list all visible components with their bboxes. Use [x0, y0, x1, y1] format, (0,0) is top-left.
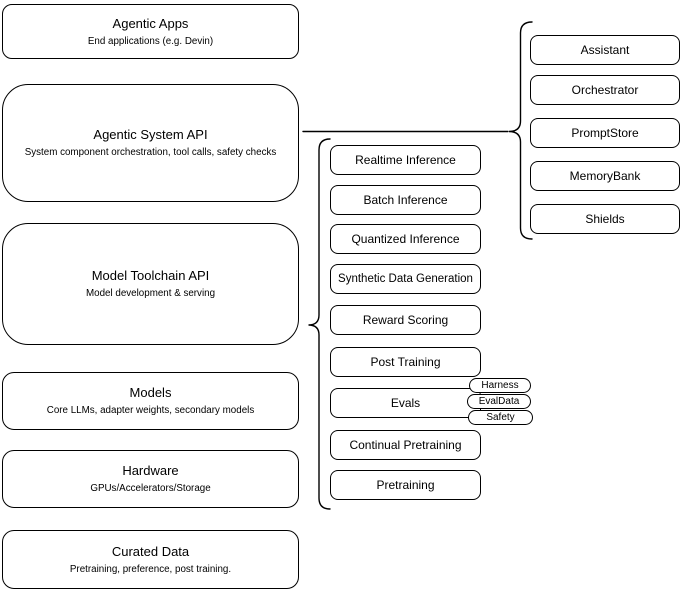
- node-realtime-inference: Realtime Inference: [330, 145, 481, 175]
- node-memorybank: MemoryBank: [530, 161, 680, 191]
- box-title: Models: [129, 385, 172, 400]
- node-reward-scoring: Reward Scoring: [330, 305, 481, 335]
- box-agentic-system-api: Agentic System API System component orch…: [2, 84, 299, 202]
- box-subtitle: Core LLMs, adapter weights, secondary mo…: [46, 405, 255, 416]
- box-subtitle: End applications (e.g. Devin): [87, 35, 214, 47]
- box-hardware: Hardware GPUs/Accelerators/Storage: [2, 450, 299, 508]
- box-subtitle: System component orchestration, tool cal…: [24, 147, 277, 158]
- box-subtitle: GPUs/Accelerators/Storage: [90, 483, 211, 494]
- system-components-bracket: [508, 21, 533, 240]
- node-orchestrator: Orchestrator: [530, 75, 680, 105]
- node-batch-inference: Batch Inference: [330, 185, 481, 215]
- box-curated-data: Curated Data Pretraining, preference, po…: [2, 530, 299, 589]
- box-title: Model Toolchain API: [91, 268, 210, 283]
- node-synthetic-data-generation: Synthetic Data Generation: [330, 264, 481, 294]
- box-title: Hardware: [122, 463, 179, 478]
- box-models: Models Core LLMs, adapter weights, secon…: [2, 372, 299, 430]
- pill-harness: Harness: [469, 378, 531, 393]
- node-promptstore: PromptStore: [530, 118, 680, 148]
- node-shields: Shields: [530, 204, 680, 234]
- box-model-toolchain-api: Model Toolchain API Model development & …: [2, 223, 299, 345]
- box-title: Agentic System API: [93, 127, 208, 142]
- box-subtitle: Model development & serving: [85, 288, 216, 299]
- box-title: Curated Data: [111, 543, 190, 559]
- node-quantized-inference: Quantized Inference: [330, 224, 481, 254]
- node-pretraining: Pretraining: [330, 470, 481, 500]
- box-title: Agentic Apps: [112, 15, 189, 31]
- node-evals: Evals: [330, 388, 481, 418]
- toolchain-bracket: [308, 138, 331, 510]
- node-post-training: Post Training: [330, 347, 481, 377]
- node-continual-pretraining: Continual Pretraining: [330, 430, 481, 460]
- pill-safety: Safety: [468, 410, 533, 425]
- box-subtitle: Pretraining, preference, post training.: [69, 563, 232, 575]
- node-assistant: Assistant: [530, 35, 680, 65]
- pill-evaldata: EvalData: [467, 394, 531, 409]
- box-agentic-apps: Agentic Apps End applications (e.g. Devi…: [2, 4, 299, 59]
